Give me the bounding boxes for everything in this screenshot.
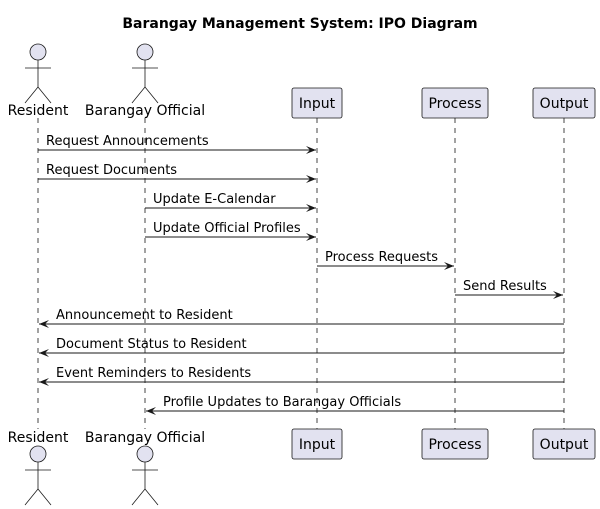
participant-resident-bottom-label: Resident bbox=[8, 430, 69, 446]
participant-output-top-box bbox=[532, 87, 596, 119]
participant-output-bottom-label: Output bbox=[540, 437, 589, 453]
participant-process-top-box bbox=[421, 87, 489, 119]
participant-input-bottom-box bbox=[291, 428, 343, 460]
message-3: Update E-Calendar bbox=[145, 192, 316, 212]
participant-output-bottom-box bbox=[532, 428, 596, 460]
message-5-label: Process Requests bbox=[325, 250, 438, 265]
message-8-label: Document Status to Resident bbox=[56, 337, 247, 352]
message-5: Process Requests bbox=[317, 250, 454, 270]
participant-official-top-figure-leg-right bbox=[144, 86, 159, 104]
message-8-arrowhead bbox=[39, 349, 49, 357]
participant-resident-bottom-figure-leg-right bbox=[37, 488, 52, 506]
participant-process-bottom-label: Process bbox=[428, 437, 481, 453]
participant-input-top: Input bbox=[291, 87, 343, 119]
participant-output-top-label: Output bbox=[540, 96, 589, 112]
participant-input-bottom: Input bbox=[291, 428, 343, 460]
participant-input-top-label: Input bbox=[299, 96, 336, 112]
message-1-arrowhead bbox=[306, 146, 316, 154]
participants-top: Resident Barangay Official Input Process Out… bbox=[8, 43, 596, 119]
message-4: Update Official Profiles bbox=[145, 221, 316, 241]
message-6-label: Send Results bbox=[463, 279, 547, 294]
participant-official-top-figure-leg-left bbox=[131, 86, 146, 104]
message-10-arrowhead bbox=[146, 407, 156, 415]
message-4-arrowhead bbox=[306, 233, 316, 241]
participant-resident-bottom: Resident bbox=[8, 430, 69, 506]
message-10: Profile Updates to Barangay Officials bbox=[146, 395, 564, 415]
participant-resident-bottom-figure-head bbox=[29, 445, 47, 463]
participant-resident-top-figure-head bbox=[29, 43, 47, 61]
participant-input-top-box bbox=[291, 87, 343, 119]
participant-official-bottom-figure-leg-left bbox=[131, 488, 146, 506]
participant-process-bottom: Process bbox=[421, 428, 489, 460]
participant-process-top: Process bbox=[421, 87, 489, 119]
participant-resident-top-label: Resident bbox=[8, 103, 69, 119]
participant-official-top-label: Barangay Official bbox=[85, 103, 205, 119]
participant-resident-top-figure-leg-left bbox=[24, 86, 39, 104]
lifelines bbox=[37, 118, 565, 429]
participant-official-bottom-label: Barangay Official bbox=[85, 430, 205, 446]
message-9-label: Event Reminders to Residents bbox=[56, 366, 251, 381]
message-5-arrowhead bbox=[444, 262, 454, 270]
participant-official-bottom-figure-head bbox=[136, 445, 154, 463]
message-9-arrowhead bbox=[39, 378, 49, 386]
message-7-arrowhead bbox=[39, 320, 49, 328]
participant-resident-bottom-figure-leg-left bbox=[24, 488, 39, 506]
participant-input-bottom-label: Input bbox=[299, 437, 336, 453]
message-6: Send Results bbox=[455, 279, 563, 299]
diagram-title: Barangay Management System: IPO Diagram bbox=[122, 16, 477, 32]
participant-resident-top-figure-leg-right bbox=[37, 86, 52, 104]
message-1-label: Request Announcements bbox=[46, 134, 209, 149]
message-2-label: Request Documents bbox=[46, 163, 177, 178]
message-6-arrowhead bbox=[553, 291, 563, 299]
message-2: Request Documents bbox=[38, 163, 316, 183]
message-9: Event Reminders to Residents bbox=[39, 366, 564, 386]
participant-resident-top: Resident bbox=[8, 43, 69, 119]
message-1: Request Announcements bbox=[38, 134, 316, 154]
participant-official-top-figure-head bbox=[136, 43, 154, 61]
message-2-arrowhead bbox=[306, 175, 316, 183]
participant-process-bottom-box bbox=[421, 428, 489, 460]
message-7-label: Announcement to Resident bbox=[56, 308, 233, 323]
participants-bottom: Resident Barangay Official Input Process Out… bbox=[8, 428, 596, 506]
participant-official-bottom-figure-leg-right bbox=[144, 488, 159, 506]
participant-output-top: Output bbox=[532, 87, 596, 119]
message-3-label: Update E-Calendar bbox=[153, 192, 276, 207]
participant-official-top: Barangay Official bbox=[85, 43, 205, 119]
message-3-arrowhead bbox=[306, 204, 316, 212]
message-8: Document Status to Resident bbox=[39, 337, 564, 357]
message-4-label: Update Official Profiles bbox=[153, 221, 301, 236]
participant-output-bottom: Output bbox=[532, 428, 596, 460]
participant-official-bottom: Barangay Official bbox=[85, 430, 205, 506]
message-10-label: Profile Updates to Barangay Officials bbox=[163, 395, 401, 410]
message-7: Announcement to Resident bbox=[39, 308, 564, 328]
participant-process-top-label: Process bbox=[428, 96, 481, 112]
